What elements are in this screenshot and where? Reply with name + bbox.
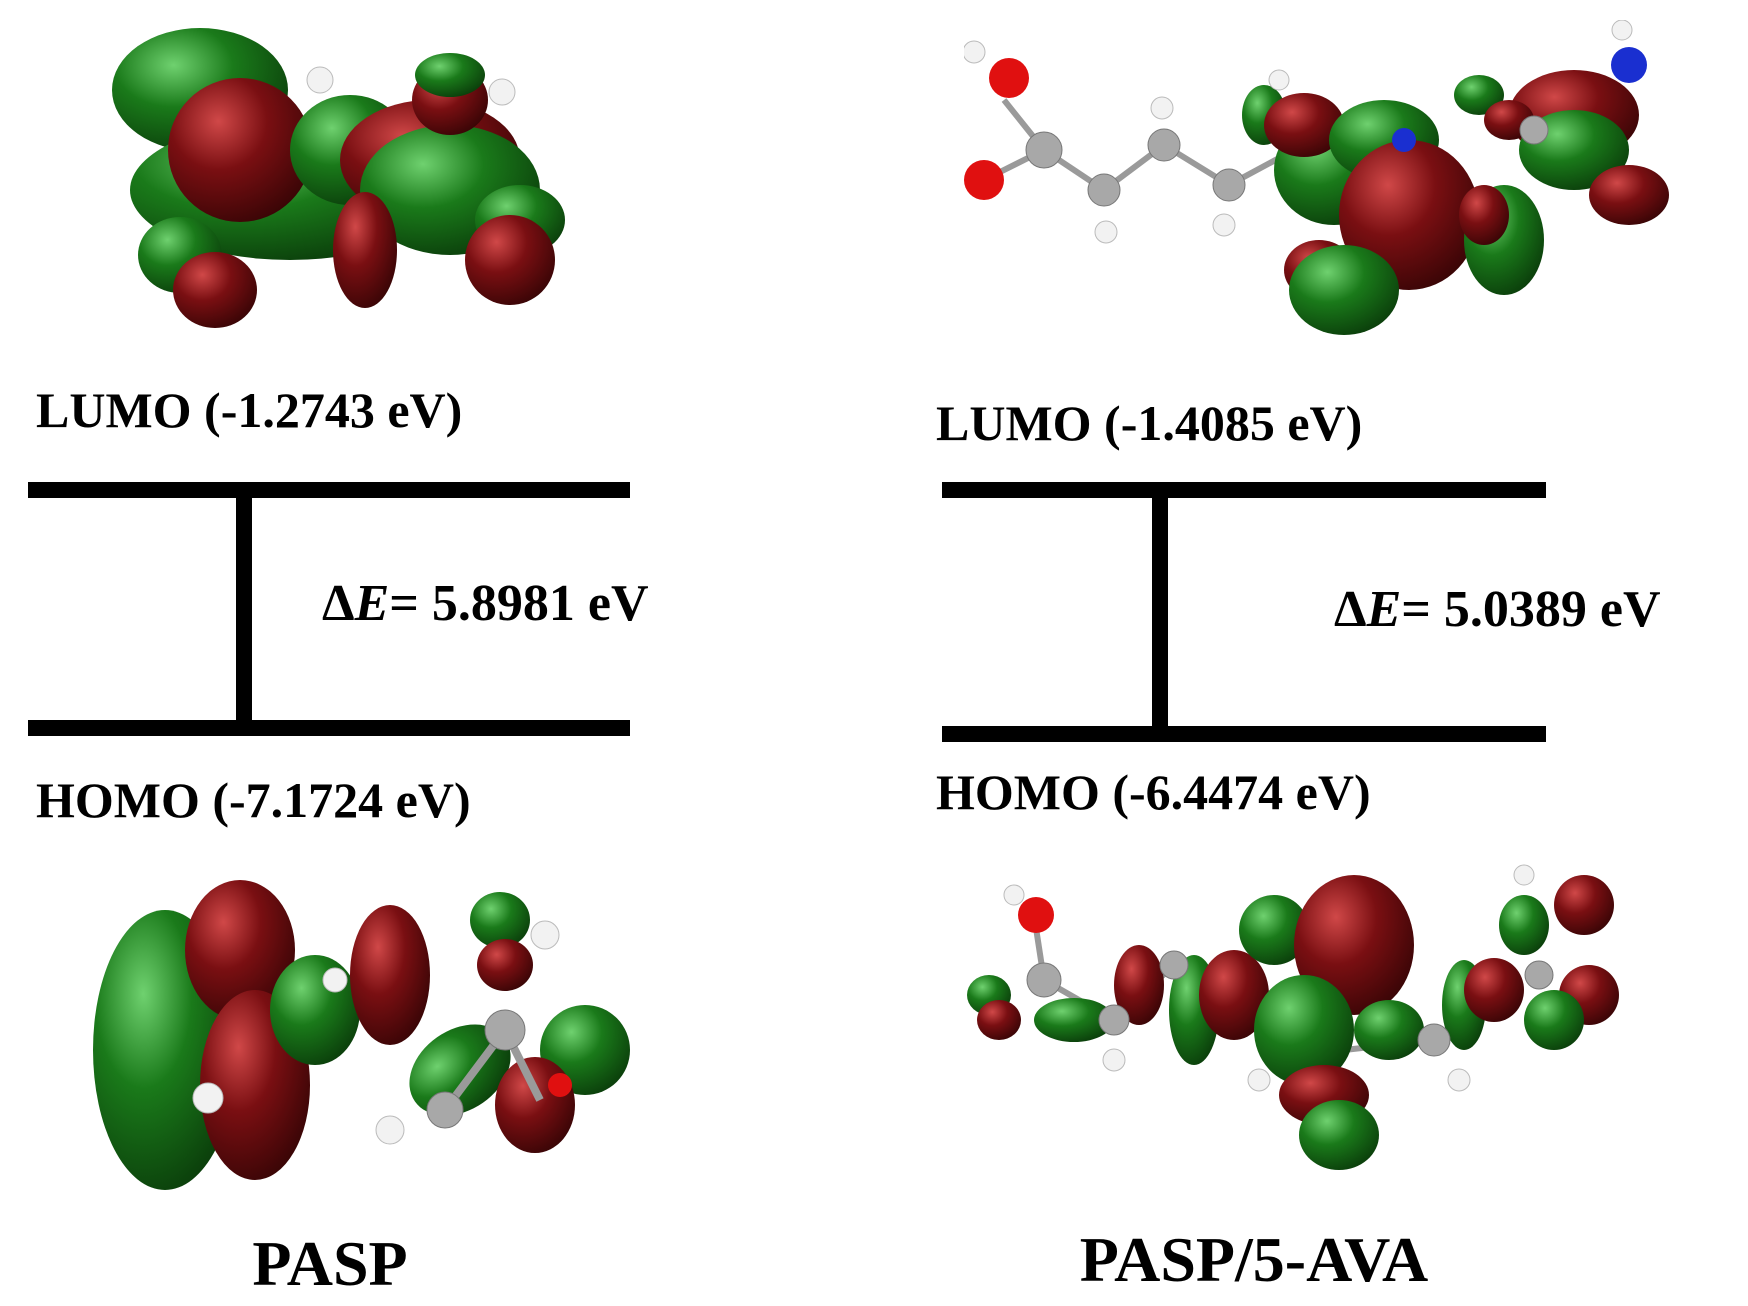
carbon-atom — [1212, 168, 1246, 202]
pasp-homo-orbital — [80, 860, 640, 1200]
pasp-5-ava-lumo-orbital — [964, 20, 1744, 350]
hydrogen-atom — [1611, 20, 1633, 41]
hydrogen-atom — [964, 40, 986, 64]
oxygen-atom — [1018, 897, 1054, 933]
pasp-panel: LUMO (-1.2743 eV) ΔE= 5.8981 eV HOMO (-7… — [28, 20, 649, 1299]
homo-lobe-positive — [470, 892, 530, 948]
pasp-gap-connector — [236, 482, 252, 736]
carbon-atom — [1159, 950, 1189, 980]
hydrogen-atom — [1102, 1048, 1126, 1072]
carbon-atom — [426, 1091, 464, 1129]
hydrogen-atom — [322, 967, 348, 993]
pasp-5-ava-homo-level-line — [942, 726, 1546, 742]
hydrogen-atom — [1212, 213, 1236, 237]
pasp-5-ava-gap-label: ΔE= 5.0389 eV — [1334, 581, 1661, 638]
lumo-lobe-positive — [1289, 245, 1399, 335]
hydrogen-atom — [1247, 1068, 1271, 1092]
oxygen-atom — [989, 58, 1029, 98]
lumo-lobe-negative — [1459, 185, 1509, 245]
pasp-5-ava-homo-label: HOMO (-6.4474 eV) — [936, 764, 1371, 820]
lumo-lobe-negative — [1264, 93, 1344, 157]
carbon-atom — [484, 1009, 526, 1051]
homo-lobe-positive — [409, 1024, 511, 1116]
homo-lobe-negative — [185, 880, 295, 1020]
pasp-5-ava-lumo-label: LUMO (-1.4085 eV) — [936, 395, 1363, 451]
carbon-atom — [1524, 960, 1554, 990]
hydrogen-atom — [192, 1082, 224, 1114]
homo-lobe-positive — [1239, 895, 1309, 965]
homo-lobe-positive — [1254, 975, 1354, 1085]
hydrogen-atom — [1150, 96, 1174, 120]
pasp-lumo-orbital — [110, 20, 630, 350]
homo-lobe-positive — [1299, 1100, 1379, 1170]
pasp-5-ava-lumo-level-line — [942, 482, 1546, 498]
homo-lobe-negative — [1554, 875, 1614, 935]
carbon-atom — [1098, 1004, 1130, 1036]
homo-lobe-negative — [1114, 945, 1164, 1025]
homo-lobe-positive — [270, 955, 360, 1065]
hydrogen-atom — [1094, 220, 1118, 244]
homo-lobe-negative — [495, 1057, 575, 1153]
pasp-lumo-label: LUMO (-1.2743 eV) — [36, 382, 463, 438]
pasp-lumo-level-line — [28, 482, 630, 498]
homo-lobe-positive — [1034, 998, 1114, 1042]
homo-lobe-positive — [1354, 1000, 1424, 1060]
carbon-atom — [1087, 173, 1121, 207]
pasp-5-ava-homo-orbital — [964, 855, 1744, 1185]
carbon-atom — [1026, 962, 1062, 998]
lumo-lobe-negative — [465, 215, 555, 305]
hydrogen-atom — [488, 78, 516, 106]
lumo-lobe-negative — [173, 252, 257, 328]
hydrogen-atom — [1003, 884, 1025, 906]
nitrogen-atom — [1392, 128, 1416, 152]
homo-lobe-negative — [977, 1000, 1021, 1040]
oxygen-atom — [548, 1073, 572, 1097]
hydrogen-atom — [1268, 69, 1290, 91]
lumo-lobe-negative — [168, 78, 312, 222]
hydrogen-atom — [375, 1115, 405, 1145]
pasp-gap-label: ΔE= 5.8981 eV — [322, 575, 649, 632]
pasp-5-ava-panel: LUMO (-1.4085 eV) ΔE= 5.0389 eV HOMO (-6… — [874, 0, 1748, 1306]
carbon-atom — [1147, 128, 1181, 162]
hydrogen-atom — [1513, 864, 1535, 886]
lumo-lobe-negative — [333, 192, 397, 308]
lumo-lobe-negative — [1589, 165, 1669, 225]
lumo-lobe-positive — [1454, 75, 1504, 115]
pasp-5-ava-molecule-name: PASP/5-AVA — [1079, 1224, 1429, 1295]
carbon-atom — [1025, 131, 1063, 169]
oxygen-atom — [964, 160, 1004, 200]
homo-lobe-negative — [477, 939, 533, 991]
hydrogen-atom — [530, 920, 560, 950]
pasp-5-ava-gap-connector — [1152, 482, 1168, 742]
lumo-lobe-positive — [415, 53, 485, 97]
pasp-homo-label: HOMO (-7.1724 eV) — [36, 772, 471, 828]
nitrogen-atom — [1611, 47, 1647, 83]
homo-lobe-negative — [1199, 950, 1269, 1040]
pasp-molecule-name: PASP — [252, 1228, 408, 1299]
homo-lobe-positive — [1499, 895, 1549, 955]
hydrogen-atom — [1447, 1068, 1471, 1092]
pasp-homo-level-line — [28, 720, 630, 736]
carbon-atom — [1417, 1023, 1451, 1057]
homo-lobe-negative — [1464, 958, 1524, 1022]
homo-lobe-positive — [1524, 990, 1584, 1050]
homo-lobe-negative — [350, 905, 430, 1045]
hydrogen-atom — [306, 66, 334, 94]
carbon-atom — [1519, 115, 1549, 145]
